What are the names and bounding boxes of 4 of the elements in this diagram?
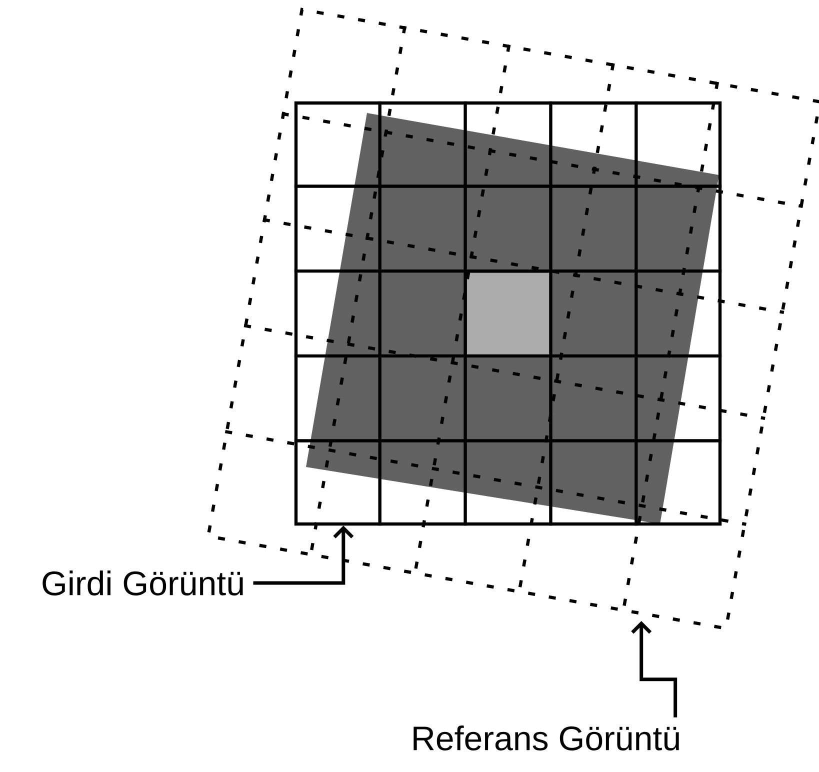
leader-arrow [631, 621, 678, 718]
caption-label: Referans Görüntü [414, 726, 679, 750]
leader-arrow [253, 526, 354, 585]
caption-label: Girdi Görüntü [42, 570, 243, 596]
